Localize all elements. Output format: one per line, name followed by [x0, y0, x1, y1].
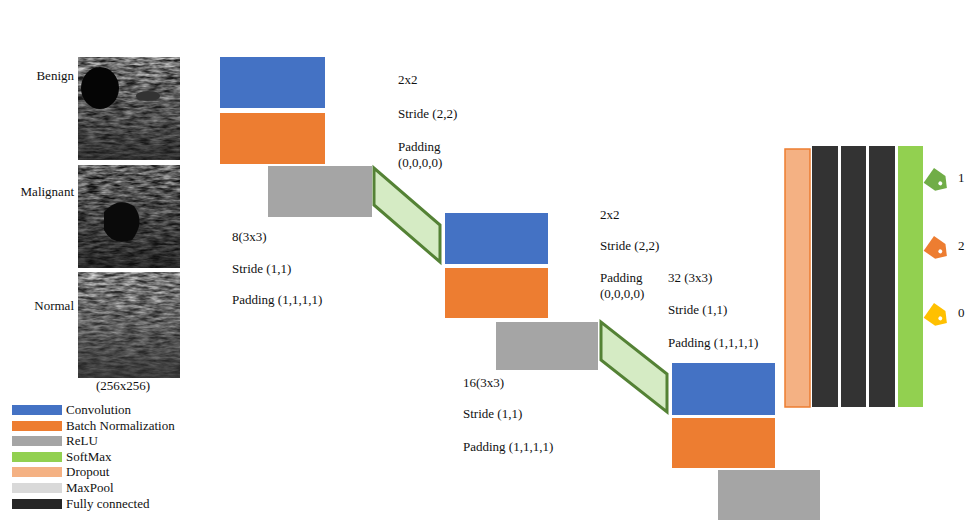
- pool-padding: Padding (0,0,0,0): [398, 139, 470, 171]
- pool-size: 2x2: [600, 207, 620, 223]
- legend-text: Convolution: [66, 402, 131, 417]
- relu-layer: [496, 322, 598, 370]
- class-label: Malignant: [6, 184, 74, 200]
- legend-swatch: [12, 436, 62, 446]
- pool-stride: Stride (2,2): [600, 238, 659, 254]
- conv-padding: Padding (1,1,1,1): [463, 439, 553, 455]
- class-label: Benign: [18, 68, 74, 84]
- convolution-layer: [220, 57, 325, 108]
- ultrasound-image: [78, 57, 180, 160]
- conv-stride: Stride (1,1): [463, 406, 522, 422]
- legend-text: ReLU: [66, 433, 98, 448]
- conv-filters: 16(3x3): [463, 375, 504, 391]
- dropout-layer: [785, 149, 810, 407]
- fully-connected-layer: [812, 146, 838, 407]
- legend-swatch: [12, 467, 62, 477]
- class-tag: [924, 168, 952, 195]
- maxpool-layer: [374, 168, 440, 262]
- legend-swatch: [12, 499, 62, 509]
- batchnorm-layer: [220, 113, 325, 164]
- class-index: 1: [958, 170, 965, 186]
- pool-stride: Stride (2,2): [398, 106, 457, 122]
- class-tag: [924, 303, 952, 330]
- batchnorm-layer: [672, 418, 775, 468]
- class-tag: [924, 236, 952, 263]
- legend-swatch: [12, 452, 62, 462]
- conv-filters: 32 (3x3): [668, 270, 712, 286]
- fully-connected-layer: [841, 146, 866, 407]
- ultrasound-image: [78, 165, 180, 268]
- maxpool-layer: [601, 322, 667, 412]
- legend-swatch: [12, 405, 62, 415]
- pool-size: 2x2: [398, 72, 418, 88]
- softmax-layer: [898, 146, 923, 407]
- image-size: (256x256): [96, 378, 150, 394]
- legend-text: MaxPool: [66, 480, 114, 495]
- conv-stride: Stride (1,1): [232, 261, 291, 277]
- class-index: 2: [958, 238, 965, 254]
- conv-filters: 8(3x3): [232, 229, 267, 245]
- convolution-layer: [445, 213, 548, 264]
- class-index: 0: [958, 305, 965, 321]
- conv-padding: Padding (1,1,1,1): [232, 292, 322, 308]
- relu-layer: [268, 166, 372, 217]
- pool-padding: Padding (0,0,0,0): [600, 270, 658, 302]
- batchnorm-layer: [445, 268, 548, 318]
- conv-padding: Padding (1,1,1,1): [668, 335, 758, 351]
- ultrasound-image: [78, 272, 180, 378]
- conv-stride: Stride (1,1): [668, 302, 727, 318]
- legend-text: SoftMax: [66, 449, 112, 464]
- convolution-layer: [672, 363, 775, 415]
- legend-text: Batch Normalization: [66, 418, 175, 433]
- class-label: Normal: [18, 298, 74, 314]
- fully-connected-layer: [869, 146, 895, 407]
- legend-swatch: [12, 421, 62, 431]
- legend-swatch: [12, 483, 62, 493]
- legend-text: Fully connected: [66, 496, 149, 511]
- relu-layer: [718, 470, 820, 520]
- legend-text: Dropout: [66, 464, 109, 479]
